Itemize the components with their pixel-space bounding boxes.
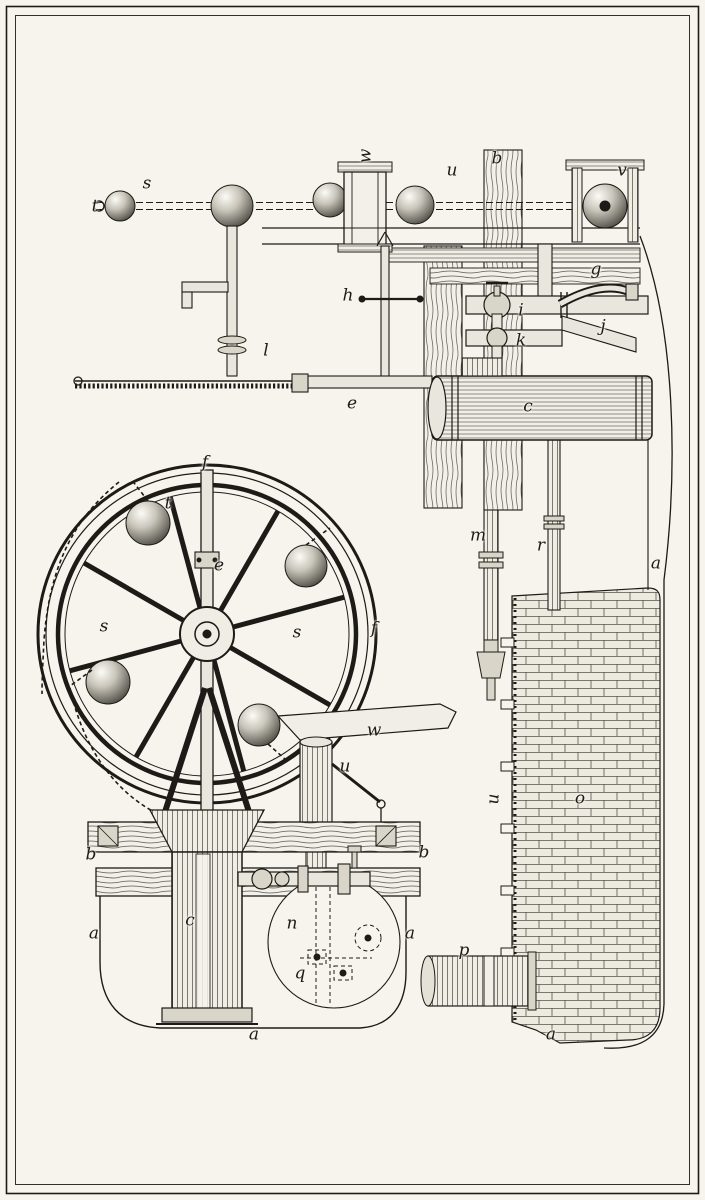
plank-w (276, 703, 457, 741)
boiler-cylinder (427, 357, 653, 590)
furnace-brickwork (500, 587, 661, 1044)
pipe-r (543, 439, 565, 611)
a-frame-leg (206, 687, 254, 819)
top-support-rails (262, 227, 641, 285)
guide-bracket-w (337, 161, 393, 253)
great-wheel (36, 463, 378, 819)
right-boundary-curve (603, 235, 673, 1049)
sphere (395, 185, 435, 225)
beam-pipe-linkage (237, 845, 371, 895)
valve-k (486, 327, 508, 349)
sphere (104, 190, 136, 222)
chain-end-ring (93, 200, 105, 212)
pipe-p (420, 951, 537, 1011)
pipe-j (561, 315, 637, 353)
sphere (210, 184, 254, 228)
toothed-rack (73, 373, 433, 393)
wheel-spheres (85, 500, 328, 747)
sphere (312, 182, 348, 218)
sphere-chains (41, 478, 331, 815)
top-chain-assembly (93, 182, 576, 228)
valve-rod-h (358, 231, 424, 379)
shaft-clamp (194, 551, 220, 569)
a-frame-leg (160, 687, 208, 819)
hanging-bracket (181, 225, 247, 377)
vessel-c (148, 809, 266, 1025)
pulley-frame-v (565, 159, 645, 243)
wheel-spokes (69, 496, 345, 772)
gauge-circle-n (267, 875, 401, 1009)
tank-a (99, 896, 407, 1029)
